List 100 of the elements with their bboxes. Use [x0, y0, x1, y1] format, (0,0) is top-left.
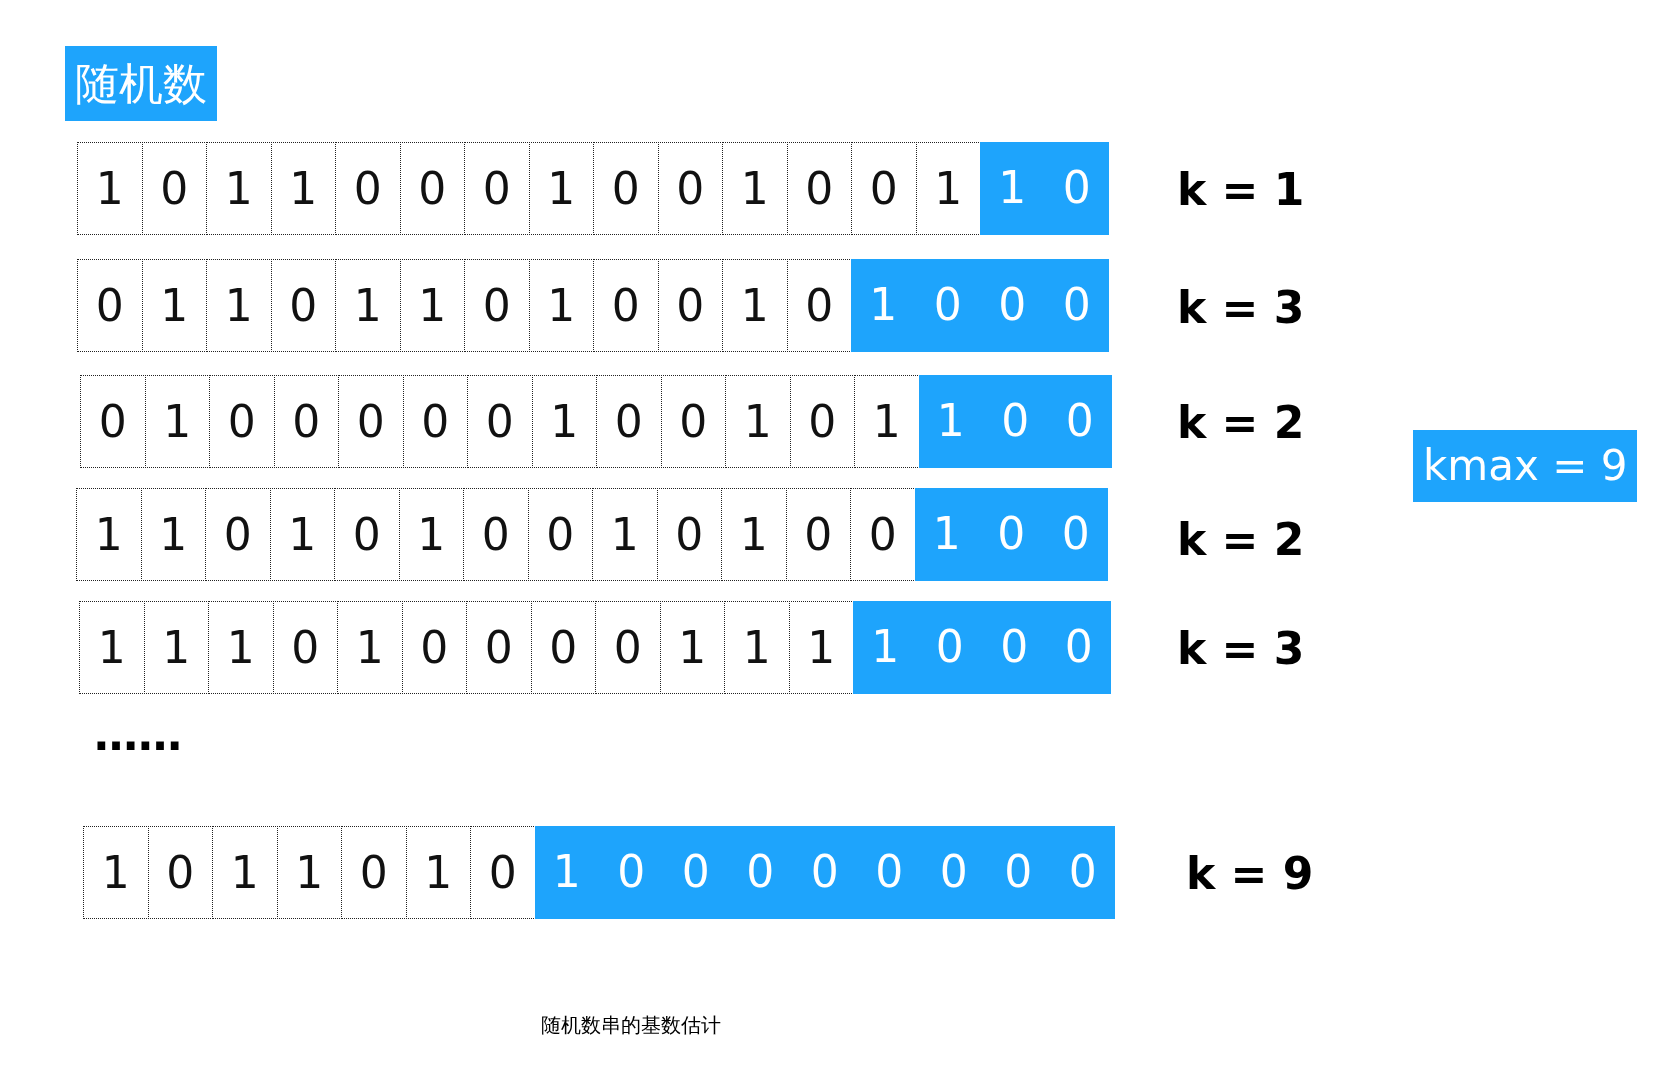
k-value-label: k = 3: [1177, 622, 1305, 676]
bit-cell: 1: [140, 488, 206, 581]
bit-digit: 0: [1064, 623, 1093, 672]
k-value-label: k = 9: [1186, 847, 1314, 901]
bit-cell: 0: [470, 826, 536, 919]
highlight-band: [851, 259, 1109, 352]
bit-cell: 0: [270, 259, 336, 352]
bit-cell: 1: [722, 259, 788, 352]
bit-cell: 0: [273, 375, 339, 468]
bit-cell: 0: [527, 488, 593, 581]
bit-cell: 1: [398, 488, 464, 581]
bit-cell: 1: [399, 259, 465, 352]
highlight-band: [918, 375, 1112, 468]
bit-digit: 1: [552, 848, 581, 897]
bit-cell: 1: [531, 375, 597, 468]
bit-cell: 0: [593, 259, 659, 352]
highlight-band: [914, 488, 1108, 581]
bit-cell: 1: [725, 375, 791, 468]
bit-cell: 1: [83, 826, 149, 919]
bit-cell: 1: [143, 601, 209, 694]
bit-cell: 0: [402, 375, 468, 468]
bit-digit: 0: [1001, 397, 1030, 446]
bit-cell: 1: [79, 601, 145, 694]
highlight-band: [980, 142, 1109, 235]
bit-digit: 1: [932, 510, 961, 559]
bit-digit: 0: [746, 848, 775, 897]
bit-cell: 1: [144, 375, 210, 468]
bit-cell: 0: [789, 375, 855, 468]
bit-digit: 0: [1004, 848, 1033, 897]
bit-cell: 1: [854, 375, 920, 468]
bit-digit: 1: [936, 397, 965, 446]
bit-digit: 0: [1068, 848, 1097, 897]
title-banner: 随机数: [65, 46, 217, 121]
bit-cell: 1: [659, 601, 725, 694]
bit-cell: 0: [660, 375, 726, 468]
bit-digit: 0: [1000, 623, 1029, 672]
bit-cell: 1: [528, 142, 594, 235]
bit-cell: 0: [338, 375, 404, 468]
bit-cell: 0: [80, 375, 146, 468]
bit-cell: 1: [276, 826, 342, 919]
bit-cell: 1: [335, 259, 401, 352]
bit-cell: 0: [596, 375, 662, 468]
bit-cell: 1: [141, 259, 207, 352]
bit-cell: 0: [786, 142, 852, 235]
bit-cell: 0: [463, 488, 529, 581]
ellipsis-dots: ……: [94, 710, 182, 760]
bit-cell: 0: [656, 488, 722, 581]
bit-cell: 1: [722, 142, 788, 235]
bit-cell: 0: [77, 259, 143, 352]
bit-cell: 0: [850, 488, 916, 581]
bit-digit: 0: [875, 848, 904, 897]
bit-cell: 0: [272, 601, 338, 694]
bit-cell: 1: [592, 488, 658, 581]
bit-cell: 0: [335, 142, 401, 235]
bit-digit: 0: [810, 848, 839, 897]
result-box: kmax = 9: [1413, 430, 1638, 502]
bit-cell: 0: [205, 488, 271, 581]
bit-digit: 0: [1061, 510, 1090, 559]
bit-cell: 1: [788, 601, 854, 694]
bit-cell: 0: [209, 375, 275, 468]
bit-cell: 1: [721, 488, 787, 581]
bit-cell: 0: [334, 488, 400, 581]
bit-cell: 1: [269, 488, 335, 581]
bit-cell: 0: [147, 826, 213, 919]
bit-cell: 0: [595, 601, 661, 694]
bit-cell: 1: [915, 142, 981, 235]
highlight-band: [853, 601, 1111, 694]
bit-digit: 0: [933, 281, 962, 330]
bit-cell: 1: [405, 826, 471, 919]
k-value-label: k = 3: [1177, 281, 1305, 335]
bit-cell: 0: [401, 601, 467, 694]
bit-cell: 0: [657, 142, 723, 235]
k-value-label: k = 2: [1177, 513, 1305, 567]
bit-digit: 0: [1065, 397, 1094, 446]
k-value-label: k = 2: [1177, 396, 1305, 450]
bit-cell: 0: [530, 601, 596, 694]
bit-cell: 1: [270, 142, 336, 235]
bit-cell: 0: [785, 488, 851, 581]
bit-digit: 1: [869, 281, 898, 330]
bit-cell: 1: [724, 601, 790, 694]
bit-cell: 0: [786, 259, 852, 352]
bit-cell: 1: [337, 601, 403, 694]
highlight-band: [534, 826, 1115, 919]
bit-cell: 1: [206, 142, 272, 235]
k-value-label: k = 1: [1177, 163, 1305, 217]
bit-cell: 0: [464, 142, 530, 235]
bit-cell: 0: [467, 375, 533, 468]
bit-cell: 1: [76, 488, 142, 581]
bit-cell: 0: [141, 142, 207, 235]
bit-cell: 0: [341, 826, 407, 919]
bit-digit: 0: [1062, 164, 1091, 213]
bit-cell: 0: [593, 142, 659, 235]
bit-cell: 1: [206, 259, 272, 352]
bit-digit: 0: [617, 848, 646, 897]
bit-cell: 1: [528, 259, 594, 352]
bit-cell: 1: [212, 826, 278, 919]
bit-digit: 0: [1062, 281, 1091, 330]
bit-digit: 0: [939, 848, 968, 897]
bit-digit: 0: [998, 281, 1027, 330]
bit-cell: 0: [464, 259, 530, 352]
